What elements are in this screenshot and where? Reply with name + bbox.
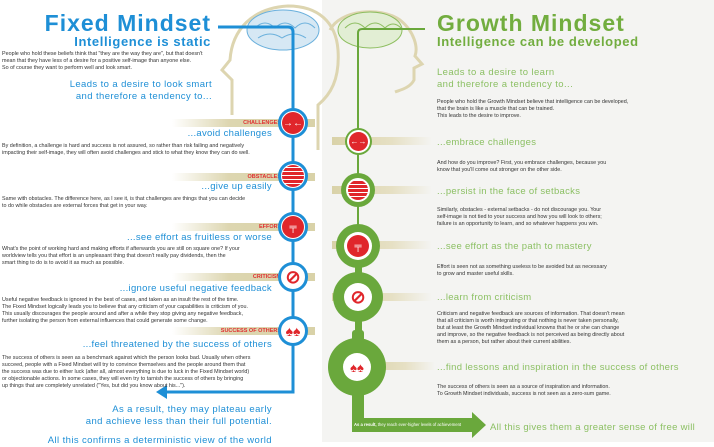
fixed-heading: ...give up easily [201, 181, 272, 192]
growth-icon-ring: ♠♠ [328, 338, 386, 396]
fixed-text: What's the point of working hard and mak… [2, 246, 240, 266]
fixed-intro: People who hold these beliefs think that… [2, 51, 203, 71]
fixed-text: Same with obstacles. The difference here… [2, 196, 246, 209]
fixed-label: CHALLENGES [172, 119, 315, 127]
prohibited-icon: ⊘ [282, 266, 304, 288]
growth-heading: ...find lessons and inspiration in the s… [437, 362, 679, 373]
fixed-result: As a result, they may plateau early and … [85, 404, 272, 427]
prohibited-icon: ⊘ [347, 286, 369, 308]
growth-result-bold: As a result, [354, 422, 377, 427]
growth-icon-ring [341, 173, 375, 207]
growth-text: Effort is seen not as something useless … [437, 264, 607, 277]
growth-text: And how do you improve? First, you embra… [437, 160, 607, 173]
fixed-icon-ring: ⊘ [278, 262, 308, 292]
growth-intro: People who hold the Growth Mindset belie… [437, 99, 629, 119]
fixed-label: EFFORT [172, 223, 315, 231]
growth-label-bar [332, 137, 432, 145]
fixed-icon-ring [278, 161, 308, 191]
weightlifter-icon: ╤ [282, 216, 304, 238]
growth-icon-ring: ⊘ [333, 272, 383, 322]
growth-heading: ...persist in the face of setbacks [437, 186, 581, 197]
fixed-lead: Leads to a desire to look smart and ther… [69, 79, 212, 102]
growth-icon-ring: ╤ [336, 224, 380, 268]
fixed-heading: ...feel threatened by the success of oth… [82, 339, 272, 350]
fixed-label: SUCCESS OF OTHERS [172, 327, 315, 335]
growth-spine [357, 28, 425, 370]
growth-result: As a result, they reach ever-higher leve… [354, 422, 461, 427]
growth-icon-ring: ←→ [345, 128, 372, 155]
growth-conclusion: All this gives them a greater sense of f… [490, 422, 696, 433]
lungs-icon: ♠♠ [282, 320, 304, 342]
fixed-icon-ring: ♠♠ [278, 316, 308, 346]
fixed-text: By definition, a challenge is hard and s… [2, 143, 250, 156]
fixed-spine [160, 25, 295, 394]
fixed-conclusion: All this confirms a deterministic view o… [47, 435, 272, 446]
fixed-icon-ring: ╤ [278, 212, 308, 242]
growth-text: The success of others is seen as a sourc… [437, 384, 611, 397]
fixed-heading: ...see effort as fruitless or worse [127, 232, 272, 243]
weightlifter-icon: ╤ [347, 235, 369, 257]
brick-wall-icon [282, 165, 304, 187]
fixed-subtitle: Intelligence is static [74, 34, 211, 49]
fixed-heading: ...avoid challenges [187, 128, 272, 139]
growth-heading: ...see effort as the path to mastery [437, 241, 592, 252]
growth-lead: Leads to a desire to learn and therefore… [437, 67, 574, 90]
growth-text: Similarly, obstacles - external setbacks… [437, 207, 602, 227]
growth-label-bar [360, 362, 435, 370]
growth-label-bar [332, 241, 432, 249]
arrows-out-icon: ←→ [349, 132, 368, 151]
growth-label-bar [332, 186, 432, 194]
fixed-brain-icon [246, 9, 320, 51]
growth-heading: ...learn from criticism [437, 292, 532, 303]
growth-subtitle: Intelligence can be developed [437, 34, 639, 49]
growth-heading: ...embrace challenges [437, 137, 537, 148]
growth-result-text: they reach ever-higher levels of achieve… [376, 422, 462, 427]
growth-text: Criticism and negative feedback are sour… [437, 311, 625, 345]
fixed-title: Fixed Mindset [44, 10, 211, 36]
fixed-text: The success of others is seen as a bench… [2, 355, 251, 389]
fixed-heading: ...ignore useful negative feedback [119, 283, 272, 294]
fixed-head-outline [219, 4, 340, 150]
fixed-icon-ring: →← [278, 108, 308, 138]
fixed-label: CRITICISM [172, 273, 315, 281]
growth-result-arrow [352, 412, 486, 438]
growth-title: Growth Mindset [437, 10, 625, 36]
fixed-label: OBSTACLES [172, 173, 315, 181]
lungs-icon: ♠♠ [346, 356, 368, 378]
fixed-arrowhead [156, 385, 167, 399]
fixed-text: Useful negative feedback is ignored in t… [2, 297, 248, 324]
brick-wall-icon [348, 180, 368, 200]
arrows-in-icon: →← [282, 112, 304, 134]
